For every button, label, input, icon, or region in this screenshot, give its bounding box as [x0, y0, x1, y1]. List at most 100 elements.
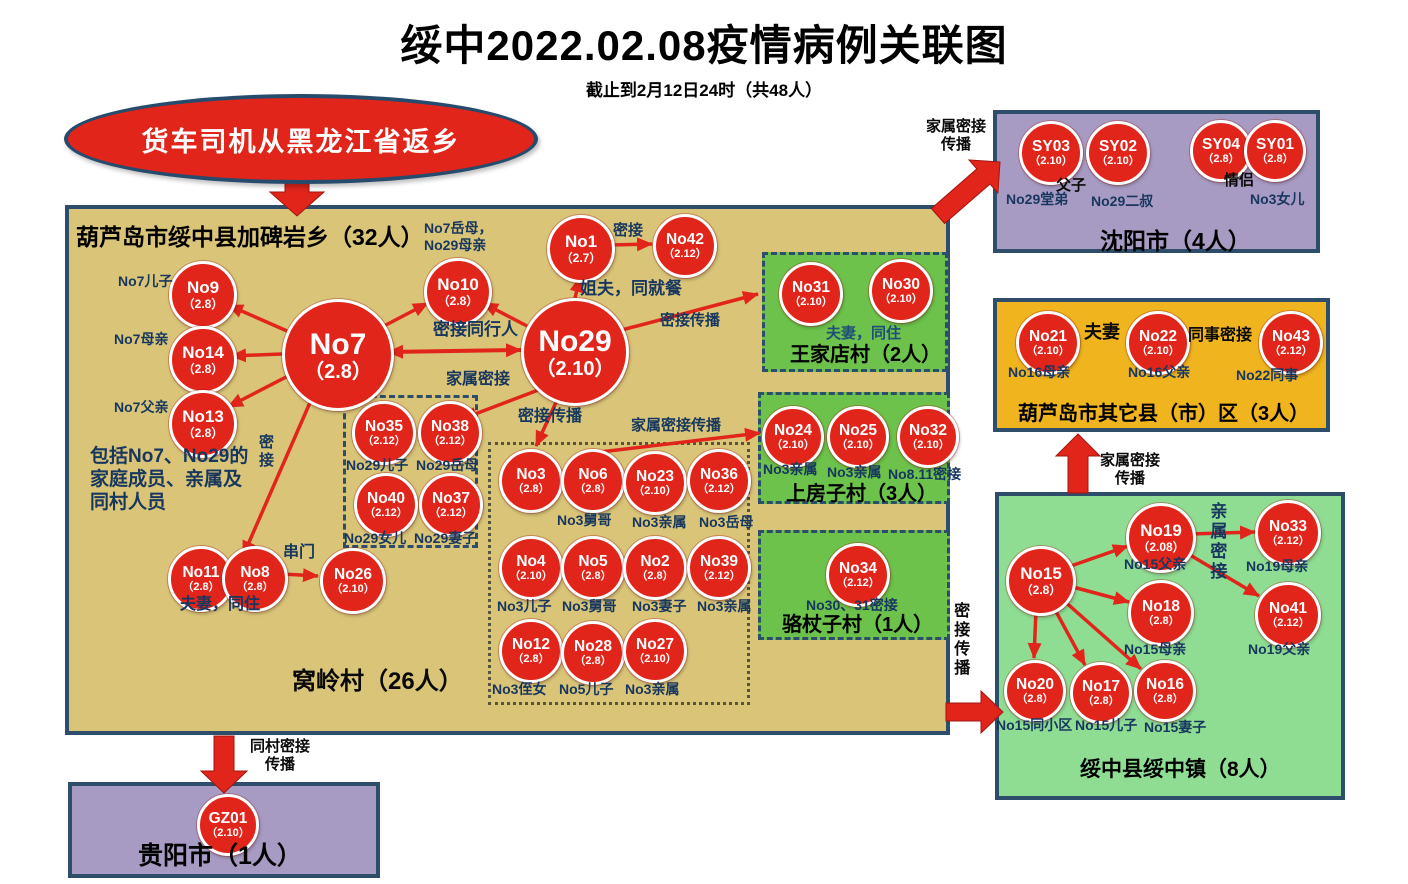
case-node-No31: No31（2.10） [779, 262, 843, 326]
case-node-No2: No2（2.8） [623, 536, 687, 600]
transmission-arrow [1060, 597, 1143, 671]
case-id: No27 [636, 636, 674, 654]
case-node-No32: No32（2.10） [897, 406, 959, 468]
case-date: （2.12） [364, 507, 408, 520]
case-id: SY01 [1256, 136, 1294, 154]
case-id: No28 [574, 638, 612, 656]
transmission-arrow [227, 303, 288, 333]
case-node-No27: No27（2.10） [623, 619, 687, 683]
transmission-arrow [617, 291, 759, 333]
case-date: （2.10） [789, 296, 833, 309]
transmission-arrow [227, 374, 289, 409]
case-date: （2.10） [771, 439, 815, 452]
case-node-No18: No18（2.8） [1128, 580, 1194, 646]
case-node-SY03: SY03（2.10） [1019, 121, 1083, 185]
case-date: （2.10） [1136, 345, 1180, 358]
region-no29-family-group [343, 395, 478, 548]
case-date: （2.12） [1266, 535, 1310, 548]
case-date: （2.12） [663, 248, 707, 261]
case-id: No42 [666, 231, 704, 249]
relation-label-44: No16父亲 [1128, 364, 1191, 380]
block-transmission-arrow [930, 159, 1001, 225]
case-id: No34 [839, 560, 877, 578]
case-id: No40 [367, 490, 405, 508]
case-id: No11 [182, 564, 220, 582]
block-transmission-arrow [199, 735, 249, 794]
case-date: （2.8） [1146, 693, 1184, 706]
relation-label-35: 家属密接 传播 [926, 118, 987, 153]
case-id: No6 [578, 466, 608, 484]
case-node-No15: No15（2.8） [1006, 546, 1076, 616]
case-id: No26 [334, 566, 372, 584]
case-date: （2.10） [906, 439, 950, 452]
relation-label-46: 家属密接 传播 [1100, 452, 1161, 487]
relation-label-16: No29妻子 [414, 530, 477, 546]
case-node-No16: No16（2.8） [1134, 660, 1196, 722]
case-date: （2.8） [182, 361, 224, 376]
source-banner-label: 货车司机从黑龙江省返乡 [141, 126, 461, 157]
case-id: No35 [365, 418, 403, 436]
relation-label-30: 夫妻，同住 [826, 325, 902, 342]
region-title-luozhangzi-village: 骆杖子村（1人） [782, 614, 934, 636]
case-id: No3 [516, 466, 546, 484]
case-date: （2.8） [437, 293, 479, 308]
case-node-No30: No30（2.10） [869, 259, 933, 323]
case-id: No31 [792, 279, 830, 297]
transmission-arrow [534, 397, 560, 447]
case-date: （2.12） [836, 577, 880, 590]
relation-label-53: No15儿子 [1075, 717, 1138, 733]
relation-label-28: 夫妻，同住 [180, 596, 261, 613]
case-node-No38: No38（2.12） [418, 401, 482, 465]
case-node-No14: No14（2.8） [169, 326, 237, 394]
relation-label-18: No3亲属 [632, 514, 687, 530]
case-node-No43: No43（2.12） [1259, 311, 1323, 375]
relation-label-22: No3妻子 [632, 598, 687, 614]
case-node-No21: No21（2.10） [1016, 311, 1080, 375]
case-date: （2.10） [509, 570, 553, 583]
transmission-arrow [1051, 605, 1087, 666]
transmission-arrow [1184, 550, 1260, 598]
relation-label-49: No19母亲 [1246, 558, 1309, 574]
region-title-huludao-other-counties: 葫芦岛市其它县（市）区（3人） [1018, 403, 1310, 425]
case-node-No36: No36（2.12） [687, 449, 751, 513]
case-id: No33 [1269, 518, 1307, 536]
transmission-arrow [387, 343, 522, 359]
relation-label-29: 窝岭村（26人） [292, 668, 463, 695]
case-id: No36 [700, 466, 738, 484]
case-date: （2.8） [182, 581, 220, 594]
region-title-shangfangzi-village: 上房子村（3人） [786, 483, 938, 505]
case-date: （2.10） [1096, 155, 1140, 168]
transmission-arrow [482, 301, 528, 328]
case-node-No41: No41（2.12） [1255, 582, 1321, 648]
case-id: GZ01 [208, 810, 248, 828]
relation-label-39: No29二叔 [1091, 193, 1154, 209]
case-node-No37: No37（2.12） [419, 473, 483, 537]
case-id: No32 [909, 422, 947, 440]
case-date: （2.8） [574, 483, 612, 496]
relation-label-17: No3舅哥 [557, 512, 612, 528]
relation-label-19: No3岳母 [699, 514, 754, 530]
region-title-guiyang-city: 贵阳市（1人） [138, 842, 302, 870]
case-date: （2.10） [535, 357, 615, 380]
case-node-No1: No1（2.7） [547, 215, 615, 283]
relation-label-54: No15妻子 [1144, 719, 1207, 735]
case-id: No15 [1020, 564, 1062, 584]
case-id: No38 [431, 418, 469, 436]
case-date: （2.8） [1016, 693, 1054, 706]
relation-label-12: 家属密接传播 [631, 417, 722, 434]
case-id: No25 [839, 422, 877, 440]
relation-label-13: No29儿子 [346, 457, 409, 473]
relation-label-14: No29岳母 [416, 457, 479, 473]
relation-label-2: No7母亲 [114, 331, 169, 347]
case-node-No24: No24（2.10） [762, 406, 824, 468]
case-id: No29 [538, 324, 612, 358]
relation-label-38: No29堂弟 [1006, 191, 1069, 207]
case-node-No28: No28（2.8） [561, 621, 625, 685]
case-id: No13 [182, 407, 224, 427]
relation-label-11: 密接传播 [518, 408, 583, 425]
case-date: （2.10） [633, 485, 677, 498]
relation-label-10: 家属密接 [446, 371, 511, 388]
case-date: （2.10） [633, 653, 677, 666]
